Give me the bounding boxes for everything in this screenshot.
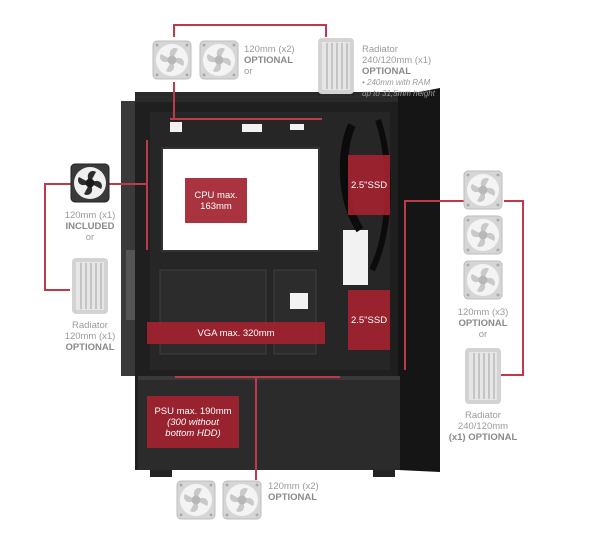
cpu-clearance-callout: CPU max. 163mm <box>185 178 247 223</box>
right-connector-wire-top2 <box>504 200 524 202</box>
top-fans-label: 120mm (x2) OPTIONAL or <box>244 44 314 77</box>
top-fan-icon-2 <box>199 40 239 80</box>
bottom-fans-optional: OPTIONAL <box>268 492 318 503</box>
front-fans-label: 120mm (x3) OPTIONAL or <box>448 307 518 340</box>
psu-clearance-callout: PSU max. 190mm (300 without bottom HDD) <box>147 396 239 448</box>
rear-fan-label: 120mm (x1) INCLUDED or <box>55 210 125 243</box>
front-radiator-icon <box>465 348 501 404</box>
top-fans-optional: OPTIONAL <box>244 55 294 66</box>
psu-line2: (300 without <box>167 416 219 428</box>
front-fan-icon-2 <box>463 215 503 255</box>
front-fan-icon-3 <box>463 260 503 300</box>
top-radiator-icon <box>318 38 354 94</box>
rear-fan-included: INCLUDED <box>65 221 115 232</box>
top-fans-or: or <box>244 66 253 77</box>
top-radiator-size: 240/120mm (x1) <box>362 55 432 66</box>
rear-fan-icon <box>70 163 110 203</box>
ssd-bottom-callout: 2.5"SSD <box>348 290 390 350</box>
bottom-fans-size: 120mm (x2) <box>268 481 319 492</box>
rear-radiator-title: Radiator <box>72 320 108 331</box>
top-fans-size: 120mm (x2) <box>244 44 295 55</box>
front-fan-icon-1 <box>463 170 503 210</box>
front-fans-or: or <box>478 329 488 340</box>
psu-line1: PSU max. 190mm <box>154 405 232 417</box>
ssd-bottom-label: 2.5"SSD <box>350 314 388 326</box>
front-fans-optional: OPTIONAL <box>458 318 508 329</box>
bottom-connector-wire <box>255 376 257 480</box>
ssd-top-callout: 2.5"SSD <box>348 155 390 215</box>
front-radiator-title: Radiator <box>465 410 501 421</box>
bottom-fans-label: 120mm (x2) OPTIONAL <box>268 481 338 503</box>
rear-radiator-optional: OPTIONAL <box>65 342 115 353</box>
front-fans-size: 120mm (x3) <box>457 307 509 318</box>
cpu-callout-line1: CPU max. <box>194 189 238 201</box>
vga-clearance-callout: VGA max. 320mm <box>147 322 325 344</box>
top-connector-wire-left <box>173 24 175 37</box>
right-connector-wire-bottom <box>500 374 524 376</box>
rear-fan-marker <box>146 140 148 250</box>
front-fan-marker <box>404 200 406 370</box>
front-radiator-label: Radiator 240/120mm (x1) OPTIONAL <box>445 410 521 443</box>
front-radiator-optional: (x1) OPTIONAL <box>448 432 518 443</box>
top-radiator-label: Radiator 240/120mm (x1) OPTIONAL • 240mm… <box>362 44 472 99</box>
bottom-rail-marker <box>175 376 340 378</box>
vga-label: VGA max. 320mm <box>197 327 275 339</box>
right-connector-wire-v <box>522 200 524 376</box>
top-radiator-note2: up to 31,5mm height <box>362 89 435 98</box>
top-fan-icon-1 <box>152 40 192 80</box>
bottom-fan-icon-1 <box>176 480 216 520</box>
top-radiator-note1: • 240mm with RAM <box>362 78 431 87</box>
psu-line3: bottom HDD) <box>165 427 221 439</box>
rear-fan-or: or <box>85 232 95 243</box>
rear-radiator-label: Radiator 120mm (x1) OPTIONAL <box>55 320 125 353</box>
top-radiator-optional: OPTIONAL <box>362 66 412 77</box>
left-connector-wire-v <box>44 183 46 291</box>
right-connector-wire-top <box>404 200 464 202</box>
left-connector-wire-bottom <box>44 289 70 291</box>
ssd-top-label: 2.5"SSD <box>350 179 388 191</box>
bottom-fan-icon-2 <box>222 480 262 520</box>
cpu-callout-line2: 163mm <box>200 200 232 212</box>
rear-radiator-icon <box>72 258 108 314</box>
rear-radiator-size: 120mm (x1) <box>64 331 116 342</box>
rear-fan-size: 120mm (x1) <box>64 210 116 221</box>
top-rail-marker <box>170 118 322 120</box>
top-connector-wire-h <box>173 24 326 26</box>
top-connector-wire-down <box>173 82 175 120</box>
front-radiator-size: 240/120mm <box>457 421 509 432</box>
top-connector-wire-right <box>325 24 327 37</box>
top-radiator-title: Radiator <box>362 44 398 55</box>
